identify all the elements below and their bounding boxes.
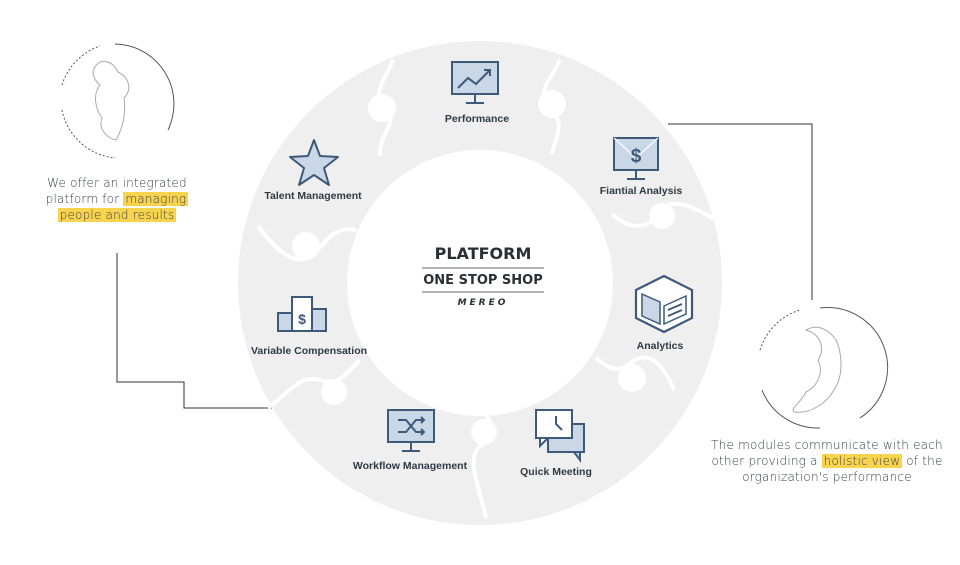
module-label-analytics: Analytics <box>636 340 684 352</box>
chart-monitor-icon <box>451 61 499 104</box>
left-puzzle-circle <box>61 43 175 159</box>
left-note-highlight-2: people and results <box>57 208 177 222</box>
right-note-line1: The modules communicate with each <box>711 438 943 452</box>
module-label-quick-meeting: Quick Meeting <box>520 466 592 478</box>
svg-text:$: $ <box>298 311 306 327</box>
left-connector-line <box>116 253 272 409</box>
module-label-performance: Performance <box>444 113 510 125</box>
right-note: The modules communicate with each other … <box>700 437 954 485</box>
right-note-line3: organization's performance <box>742 470 912 484</box>
left-note-line1: We offer an integrated <box>47 176 187 190</box>
module-label-talent-management: Talent Management <box>264 190 362 202</box>
left-note-line3: people and results <box>42 207 192 223</box>
podium-dollar-icon: $ <box>277 296 327 332</box>
dollar-monitor-icon: $ <box>613 137 659 180</box>
right-connector-line <box>668 123 813 300</box>
puzzle-knobs <box>292 90 675 445</box>
star-icon <box>289 139 339 186</box>
shuffle-monitor-icon <box>387 409 435 452</box>
left-note-highlight-1: managing <box>123 192 189 206</box>
module-label-variable-compensation: Variable Compensation <box>250 345 368 357</box>
right-note-line2: other providing a holistic view of the <box>700 453 954 469</box>
left-note: We offer an integrated platform for mana… <box>42 175 192 223</box>
right-note-line2-text-a: other providing a <box>711 454 822 468</box>
mereo-logo: MEREO <box>457 298 509 308</box>
chat-clock-icon <box>535 409 585 463</box>
left-note-line2: platform for managing <box>42 191 192 207</box>
left-note-line2-text: platform for <box>45 192 124 206</box>
platform-title: PLATFORM <box>434 244 532 263</box>
right-puzzle-circle <box>759 307 889 429</box>
center-disc <box>347 150 613 416</box>
svg-text:$: $ <box>631 146 642 167</box>
right-note-line2-text-b: of the <box>902 454 943 468</box>
cube-icon <box>634 274 694 334</box>
module-label-fiantial-analysis: Fiantial Analysis <box>599 185 683 197</box>
module-label-workflow-management: Workflow Management <box>352 460 468 472</box>
platform-subtitle: ONE STOP SHOP <box>423 273 543 288</box>
right-note-highlight: holistic view <box>821 454 903 468</box>
